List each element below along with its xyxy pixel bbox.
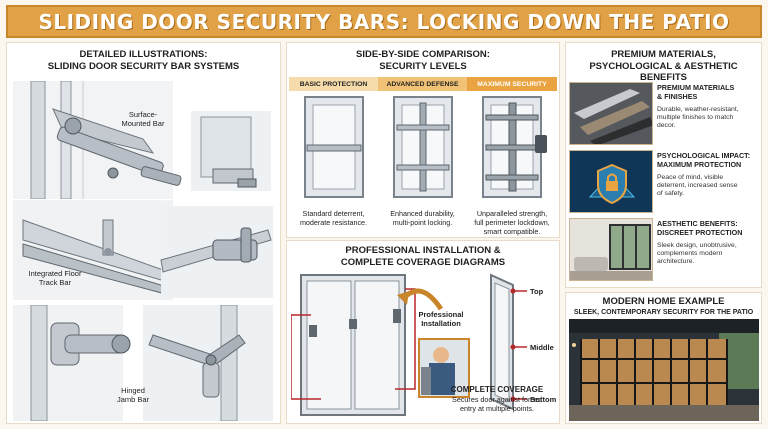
aesthetic-heading-2: DISCREET PROTECTION xyxy=(657,228,743,237)
materials-title-1: PREMIUM MATERIALS, xyxy=(611,49,716,60)
surface-label-2: Mounted Bar xyxy=(121,119,165,128)
illustrations-panel: DETAILED ILLUSTRATIONS: SLIDING DOOR SEC… xyxy=(6,42,281,424)
modern-home-image xyxy=(569,319,759,421)
installation-title-2: COMPLETE COVERAGE DIAGRAMS xyxy=(340,257,506,268)
maximum-desc-3: smart compatible. xyxy=(483,227,541,236)
materials-item-finishes: PREMIUM MATERIALS & FINISHES Durable, we… xyxy=(569,82,759,145)
surface-label-1: Surface- xyxy=(128,110,158,119)
psych-desc-2: deterrent, increased sense xyxy=(657,182,738,189)
materials-title-2: PSYCHOLOGICAL & AESTHETIC BENEFITS xyxy=(589,61,738,83)
hinged-label-2: Jamb Bar xyxy=(116,395,150,404)
finishes-heading-2: & FINISHES xyxy=(657,92,698,101)
installation-panel: PROFESSIONAL INSTALLATION & COMPLETE COV… xyxy=(286,240,560,424)
comparison-title-2: SECURITY LEVELS xyxy=(379,61,467,72)
security-level-doors xyxy=(304,96,547,198)
shield-lock-image xyxy=(569,150,653,213)
comparison-panel: SIDE-BY-SIDE COMPARISON: SECURITY LEVELS… xyxy=(286,42,560,238)
finishes-desc-1: Durable, weather-resistant, xyxy=(657,106,739,113)
aesthetic-desc-2: complements modern xyxy=(657,250,723,257)
pro-install-1: Professional xyxy=(418,310,464,319)
living-room-image xyxy=(569,218,653,281)
finishes-heading-1: PREMIUM MATERIALS xyxy=(657,83,735,92)
coverage-diagram xyxy=(291,273,527,416)
finishes-desc-2: multiple finishes to match xyxy=(657,114,734,121)
home-subtitle: SLEEK, CONTEMPORARY SECURITY FOR THE PAT… xyxy=(573,309,754,316)
aesthetic-heading-1: AESTHETIC BENEFITS: xyxy=(657,219,738,228)
hinged-jamb-bar-illustration xyxy=(13,305,273,421)
maximum-desc-2: full perimeter lockdown, xyxy=(474,218,550,227)
psych-heading-2: MAXIMUM PROTECTION xyxy=(657,160,742,169)
advanced-desc-1: Enhanced durability, xyxy=(390,209,455,218)
maximum-desc-1: Unparalleled strength, xyxy=(476,209,548,218)
pro-install-2: Installation xyxy=(421,319,461,328)
comparison-title-1: SIDE-BY-SIDE COMPARISON: xyxy=(356,49,490,60)
materials-item-psychological: PSYCHOLOGICAL IMPACT: MAXIMUM PROTECTION… xyxy=(569,150,759,213)
hinged-label-1: Hinged xyxy=(121,386,145,395)
coverage-bottom-label: Bottom xyxy=(530,395,557,404)
metal-bars-image xyxy=(569,82,653,145)
psych-heading-1: PSYCHOLOGICAL IMPACT: xyxy=(657,151,751,160)
finishes-desc-3: decor. xyxy=(657,122,676,129)
level-maximum-header: MAXIMUM SECURITY xyxy=(467,77,557,91)
aesthetic-desc-1: Sleek design, unobtrusive, xyxy=(657,242,737,249)
coverage-top-label: Top xyxy=(530,287,544,296)
illustrations-title-1: DETAILED ILLUSTRATIONS: xyxy=(79,49,208,60)
home-title: MODERN HOME EXAMPLE xyxy=(602,296,725,307)
floor-label-2: Track Bar xyxy=(38,278,72,287)
level-basic-header: BASIC PROTECTION xyxy=(289,77,378,91)
coverage-desc-2: entry at multiple points. xyxy=(460,404,534,413)
advanced-desc-2: multi-point locking. xyxy=(392,218,453,227)
floor-label-1: Integrated Floor xyxy=(28,269,82,278)
title-banner: SLIDING DOOR SECURITY BARS: LOCKING DOWN… xyxy=(6,5,762,38)
coverage-title: COMPLETE COVERAGE xyxy=(450,385,544,394)
coverage-middle-label: Middle xyxy=(530,343,554,352)
installation-title-1: PROFESSIONAL INSTALLATION & xyxy=(345,245,501,256)
illustrations-title-2: SLIDING DOOR SECURITY BAR SYSTEMS xyxy=(47,61,240,72)
materials-item-aesthetic: AESTHETIC BENEFITS: DISCREET PROTECTION … xyxy=(569,218,759,281)
basic-desc-2: moderate resistance. xyxy=(299,218,368,227)
floor-track-bar-illustration xyxy=(13,200,273,300)
psych-desc-3: of safety. xyxy=(657,190,685,197)
surface-mounted-bar-illustration xyxy=(13,81,271,199)
psych-desc-1: Peace of mind, visible xyxy=(657,174,724,181)
aesthetic-desc-3: architecture. xyxy=(657,258,695,265)
coverage-desc-1: Secures door against forced xyxy=(452,395,542,404)
level-advanced-header: ADVANCED DEFENSE xyxy=(378,77,467,91)
home-example-panel: MODERN HOME EXAMPLE SLEEK, CONTEMPORARY … xyxy=(565,292,762,424)
basic-desc-1: Standard deterrent, xyxy=(302,209,365,218)
page-title: SLIDING DOOR SECURITY BARS: LOCKING DOWN… xyxy=(38,9,730,34)
